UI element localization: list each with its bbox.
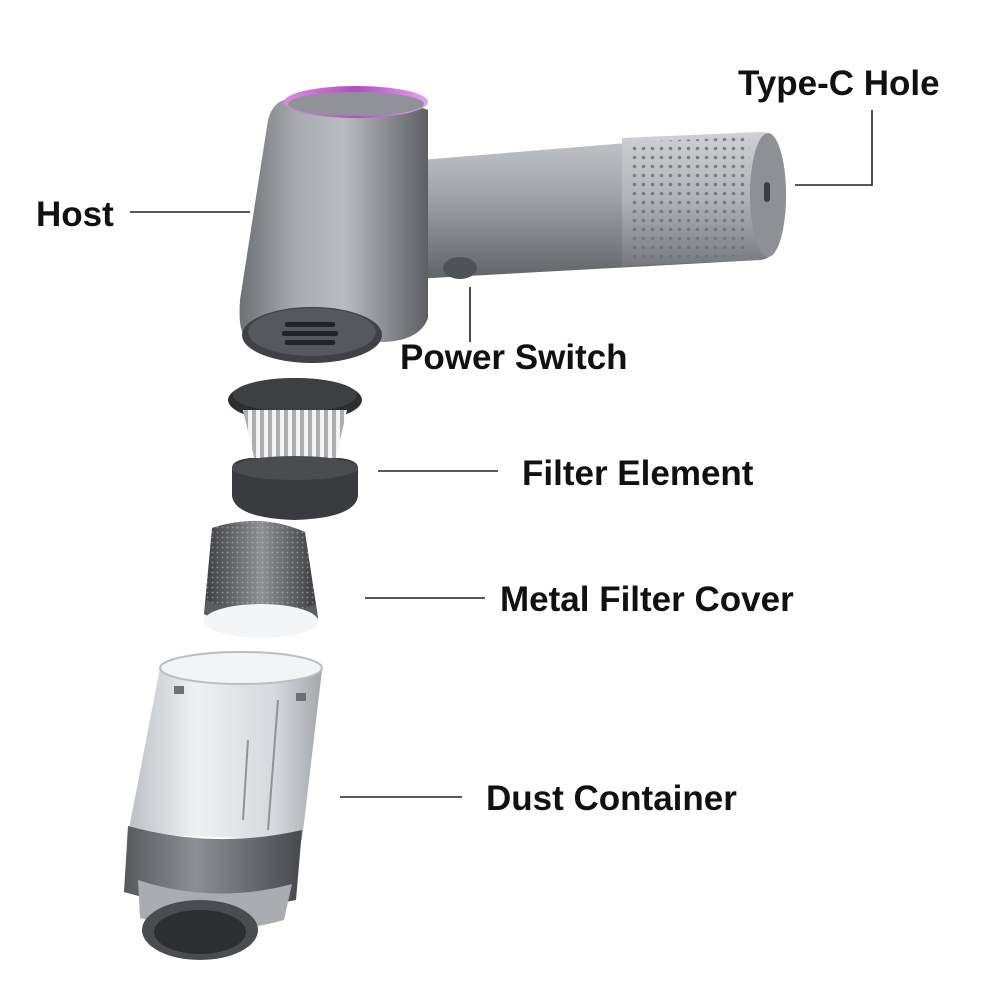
leader-lines [130, 110, 873, 798]
host-label: Host [36, 195, 114, 234]
host-part [239, 86, 786, 363]
filter-element-part [228, 378, 362, 520]
dust-container-label: Dust Container [486, 779, 737, 818]
usb-c-port-icon [764, 182, 770, 202]
type-c-hole-label: Type-C Hole [738, 64, 940, 103]
metal-filter-cover-part [204, 520, 318, 638]
dust-container-part [124, 651, 323, 960]
power-switch-button-icon [443, 257, 477, 279]
metal-filter-cover-label: Metal Filter Cover [500, 580, 794, 619]
intake-grille-icon [282, 322, 338, 345]
filter-element-label: Filter Element [522, 454, 754, 493]
type-c-hole-leader [795, 110, 873, 186]
power-switch-label: Power Switch [400, 338, 628, 377]
